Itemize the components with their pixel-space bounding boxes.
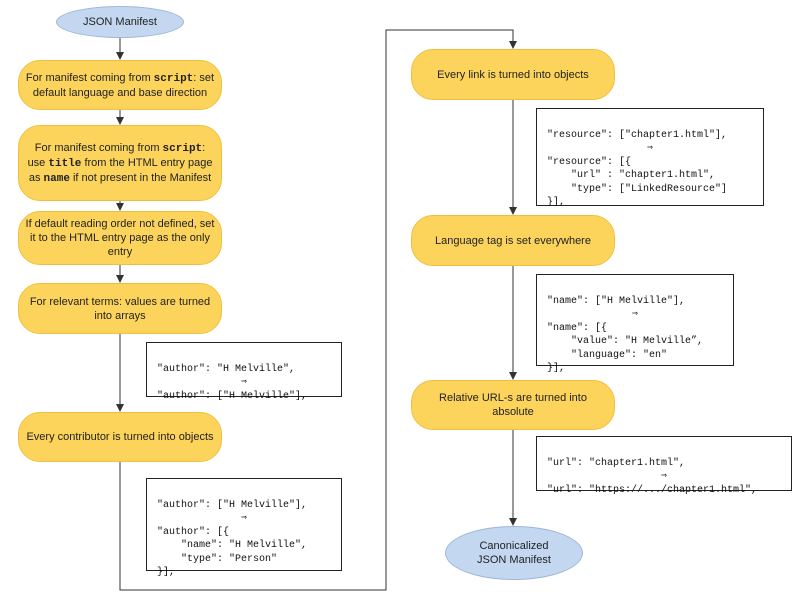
language-code-snippet: "name": ["H Melville"], ⇒ "name": [{ "val… [536,274,734,374]
set-language-step-text: For manifest coming from script: set def… [25,71,215,99]
relative-urls-step-text: Relative URL-s are turned into absolute [439,392,587,418]
reading-order-step: If default reading order not defined, se… [18,211,222,265]
relative-urls-step: Relative URL-s are turned into absolute [411,380,615,430]
arrays-code-arrow: ⇒ [240,377,248,388]
links-code-arrow: ⇒ [646,143,654,154]
end-node-label: Canonicalized JSON Manifest [477,540,551,566]
urls-code-before: "url": "chapter1.html", [547,457,686,469]
start-node-label: JSON Manifest [83,16,157,28]
arrays-step: For relevant terms: values are turned in… [18,283,222,334]
contributor-code-arrow: ⇒ [240,513,248,524]
urls-code-snippet: "url": "chapter1.html", ⇒ "url": "https:/… [536,436,792,496]
start-node: JSON Manifest [56,6,184,38]
links-code-snippet: "resource": ["chapter1.html"], ⇒ "resourc… [536,108,764,209]
contributor-code-after: "author": [{ "name": "H Melville", "type… [157,526,308,579]
language-tag-step-text: Language tag is set everywhere [435,234,591,247]
urls-code-arrow: ⇒ [660,471,668,482]
links-step: Every link is turned into objects [411,49,615,100]
reading-order-step-text: If default reading order not defined, se… [25,218,215,258]
arrays-code-before: "author": "H Melville", [157,363,296,375]
links-code-before: "resource": ["chapter1.html"], [547,129,728,141]
contributor-code-snippet: "author": ["H Melville"], ⇒ "author": [{ … [146,478,342,578]
language-tag-step: Language tag is set everywhere [411,215,615,266]
contributor-code-before: "author": ["H Melville"], [157,499,308,511]
end-node: Canonicalized JSON Manifest [445,526,583,580]
urls-code-after: "url": "https://.../chapter1.html", [547,484,758,496]
arrays-code-snippet: "author": "H Melville", ⇒ "author": ["H M… [146,342,342,402]
links-code-after: "resource": [{ "url" : "chapter1.html", … [547,156,728,209]
language-code-before: "name": ["H Melville"], [547,295,686,307]
arrow-contributor-to-links [119,29,517,591]
arrays-code-after: "author": ["H Melville"], [157,390,308,402]
use-title-step-text: For manifest coming from script: use tit… [27,141,213,185]
contributor-step: Every contributor is turned into objects [18,412,222,462]
language-code-after: "name": [{ "value": "H Melville”, "langu… [547,322,704,375]
set-language-step: For manifest coming from script: set def… [18,60,222,110]
language-code-arrow: ⇒ [631,309,639,320]
links-step-text: Every link is turned into objects [437,68,589,81]
contributor-step-text: Every contributor is turned into objects [26,431,214,443]
arrays-step-text: For relevant terms: values are turned in… [29,295,211,322]
use-title-step: For manifest coming from script: use tit… [18,125,222,201]
